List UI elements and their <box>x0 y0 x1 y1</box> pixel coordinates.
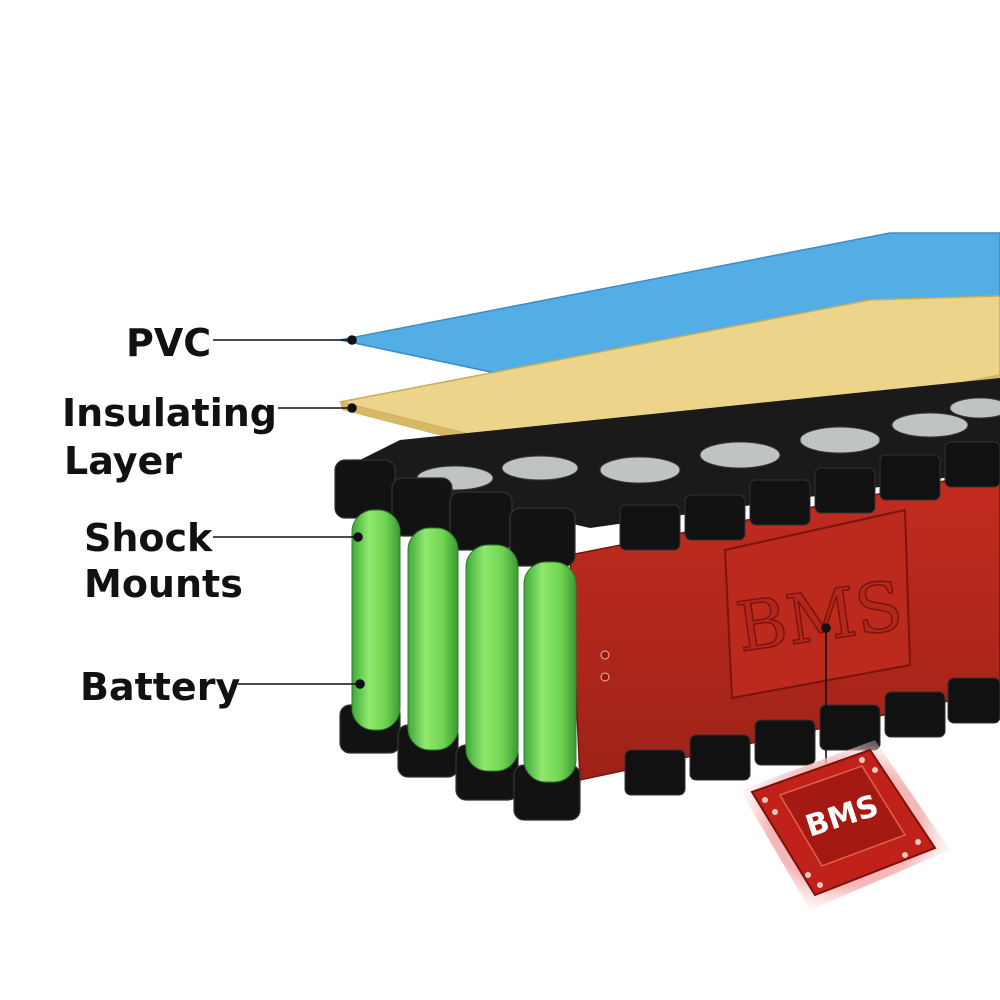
label-battery: Battery <box>80 665 240 709</box>
label-pvc: PVC <box>126 321 211 365</box>
battery-cells <box>351 509 577 783</box>
holder-top-side <box>619 441 1000 551</box>
holder-bottom-side <box>624 677 1000 796</box>
leader-lines <box>213 335 831 782</box>
bms-panel <box>723 508 912 700</box>
battery-cell <box>407 527 459 751</box>
label-shock-line2: Mounts <box>84 562 243 606</box>
bms-chip: BMS <box>740 740 950 910</box>
battery-cell <box>465 544 519 772</box>
label-insulating-line2: Layer <box>64 439 182 483</box>
battery-cell <box>523 561 577 783</box>
label-insulating-line1: Insulating <box>62 391 277 435</box>
bms-board-leds <box>600 650 610 682</box>
holder-top-cells <box>416 397 1000 491</box>
label-shock-line1: Shock <box>84 516 213 560</box>
battery-cell <box>351 509 401 731</box>
